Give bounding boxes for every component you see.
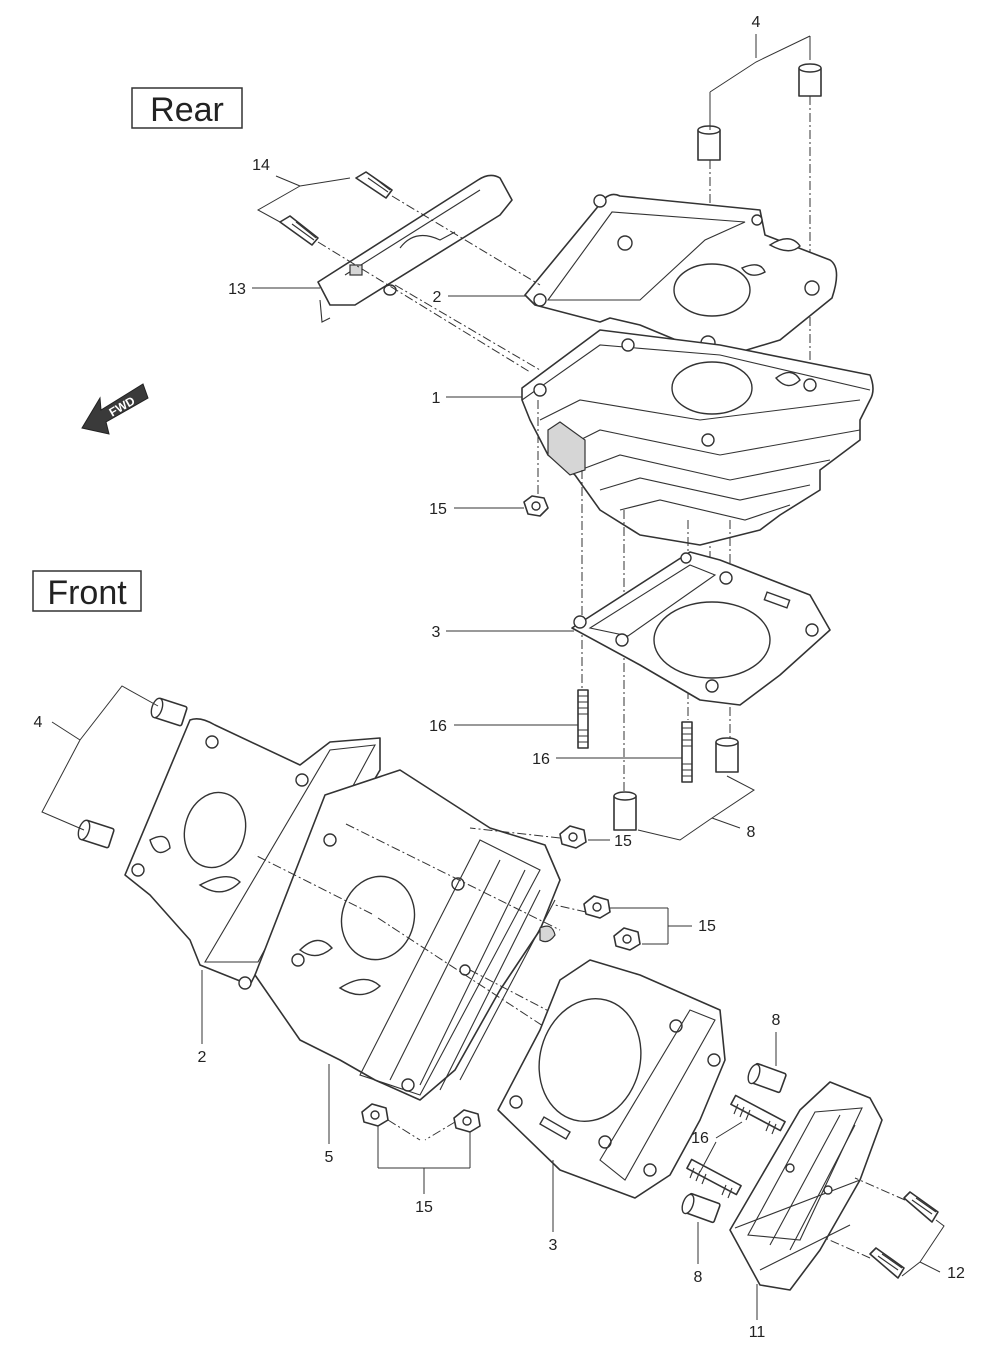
rear-callouts: 4 14 13 2 1 15 3 16 16 8 [228,14,811,841]
rear-guide-bolt-upper [355,171,393,199]
front-stud-lower [686,1158,742,1199]
front-cover-bolt-lower [869,1247,905,1279]
callout-front-2: 2 [198,1049,207,1066]
front-nut-middle-a [583,895,611,919]
front-nut-lower-left [361,1103,389,1127]
callout-front-15-lower: 15 [415,1199,433,1216]
front-dowel-lower [77,819,115,849]
callout-front-12: 12 [947,1265,965,1282]
front-nut-middle-b [613,927,641,951]
callout-rear-16-right: 16 [532,751,550,768]
rear-section-label: Rear [131,87,243,129]
front-cylinder-cover [729,1081,883,1291]
callout-rear-8: 8 [747,824,756,841]
front-nut-upper [559,825,587,849]
callout-front-16: 16 [691,1130,709,1147]
callout-rear-2: 2 [433,289,442,306]
rear-base-gasket [571,551,831,706]
rear-stud-left [577,689,589,749]
callout-rear-13: 13 [228,281,246,298]
callout-front-11: 11 [749,1324,766,1341]
rear-flange-nut [523,495,549,517]
callout-rear-15: 15 [429,501,447,518]
callout-rear-3: 3 [432,624,441,641]
rear-dowel-pin-upper-left [697,125,721,161]
front-dowel-upper [150,697,188,727]
callout-front-5: 5 [325,1149,334,1166]
callout-rear-14: 14 [252,157,270,174]
front-base-gasket [497,959,726,1199]
front-cover-bolt-upper [903,1191,939,1223]
front-stud-upper [730,1094,786,1135]
callout-rear-16-left: 16 [429,718,447,735]
rear-dowel-lower-left [613,791,637,831]
rear-guide-bolt-lower [279,215,319,246]
callout-rear-1: 1 [432,390,441,407]
callout-front-3: 3 [549,1237,558,1254]
rear-chain-guide [317,174,513,323]
front-callouts: 4 15 15 8 2 16 5 15 3 12 8 11 [34,685,965,1341]
front-nut-lower-right [453,1109,481,1133]
front-section-label: Front [32,570,142,612]
front-section-text: Front [47,574,127,612]
rear-dowel-lower-right [715,737,739,773]
callout-front-8-lower: 8 [694,1269,703,1286]
front-head-gasket [124,718,381,990]
rear-section-text: Rear [150,91,224,129]
callout-front-15-upper: 15 [614,833,632,850]
callout-front-8-upper: 8 [772,1012,781,1029]
rear-head-gasket [524,193,838,358]
rear-stud-right [681,721,693,783]
rear-cylinder [521,329,874,546]
callout-front-15-middle: 15 [698,918,716,935]
callout-front-4: 4 [34,714,43,731]
front-cylinder [254,769,561,1101]
callout-rear-4: 4 [752,14,761,31]
front-dowel-lower-right [681,1192,721,1224]
rear-dowel-pin-upper-right [798,63,822,97]
front-dowel-upper-right [747,1062,787,1094]
fwd-arrow-icon: FWD [81,383,149,435]
